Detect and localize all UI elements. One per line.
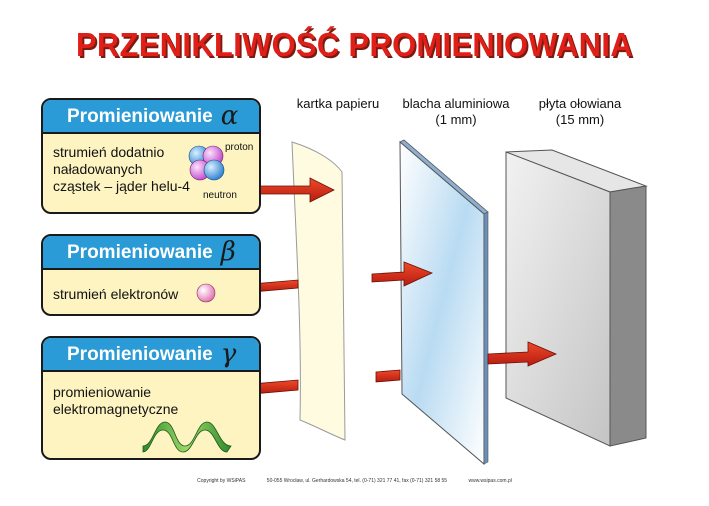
alpha-description-line: cząstek – jąder helu-4 xyxy=(53,178,190,194)
alpha-box-header: Promieniowanie α xyxy=(43,100,259,134)
gamma-description: promieniowanie elektromagnetyczne xyxy=(53,384,178,418)
footer-website: www.wsipas.com.pl xyxy=(468,478,512,484)
footer-address: 50-055 Wrocław, ul. Gerhardowska 54, tel… xyxy=(266,478,448,484)
gamma-box: Promieniowanie γ promieniowanie elektroma… xyxy=(41,336,261,460)
gamma-arrow-3 xyxy=(487,341,558,367)
helium-nucleus-icon xyxy=(188,145,225,181)
alpha-description: strumień dodatnio naładowanych cząstek –… xyxy=(53,144,190,195)
aluminium-label-line: blacha aluminiowa xyxy=(402,96,510,111)
beta-box: Promieniowanie β strumień elektronów xyxy=(41,234,261,316)
alpha-description-line: naładowanych xyxy=(53,161,143,177)
alpha-box-title: Promieniowanie xyxy=(67,106,213,127)
beta-symbol: β xyxy=(220,237,236,267)
gamma-symbol: γ xyxy=(220,339,237,369)
electron-icon xyxy=(196,283,216,303)
alpha-description-line: strumień dodatnio xyxy=(53,144,165,160)
aluminium-plate-side xyxy=(483,211,489,465)
lead-plate-side xyxy=(609,185,647,447)
gamma-description-line: promieniowanie xyxy=(53,384,152,400)
beta-arrow-2 xyxy=(371,261,434,287)
paper-label-line: kartka papieru xyxy=(296,96,380,111)
electromagnetic-wave-icon xyxy=(142,421,232,453)
aluminium-plate xyxy=(399,140,485,466)
lead-label-line: płyta ołowiana xyxy=(538,96,622,111)
gamma-arrow-2 xyxy=(375,369,401,383)
gamma-box-header: Promieniowanie γ xyxy=(43,338,259,372)
aluminium-label-line: (1 mm) xyxy=(435,112,477,127)
alpha-arrow xyxy=(251,177,335,203)
gamma-description-line: elektromagnetyczne xyxy=(53,401,179,417)
beta-box-header: Promieniowanie β xyxy=(43,236,259,270)
lead-label-line: (15 mm) xyxy=(555,112,605,127)
alpha-box: Promieniowanie α strumień dodatnio nałado… xyxy=(41,98,261,214)
footer-copyright: Copyright by WSiPAS xyxy=(197,478,246,484)
aluminium-label: blacha aluminiowa (1 mm) xyxy=(392,96,520,128)
beta-description: strumień elektronów xyxy=(53,286,179,302)
page-title: PRZENIKLIWOŚĆ PROMIENIOWANIA xyxy=(76,26,633,63)
paper-sheet xyxy=(291,141,346,441)
alpha-symbol: α xyxy=(220,101,239,131)
beta-box-title: Promieniowanie xyxy=(67,242,213,263)
proton-label: proton xyxy=(225,142,254,153)
gamma-box-title: Promieniowanie xyxy=(67,344,213,365)
footer: Copyright by WSiPAS 50-055 Wrocław, ul. … xyxy=(0,478,709,484)
lead-label: płyta ołowiana (15 mm) xyxy=(520,96,640,128)
neutron-label: neutron xyxy=(203,190,237,201)
lead-plate-front xyxy=(505,151,611,447)
paper-label: kartka papieru xyxy=(283,96,393,112)
